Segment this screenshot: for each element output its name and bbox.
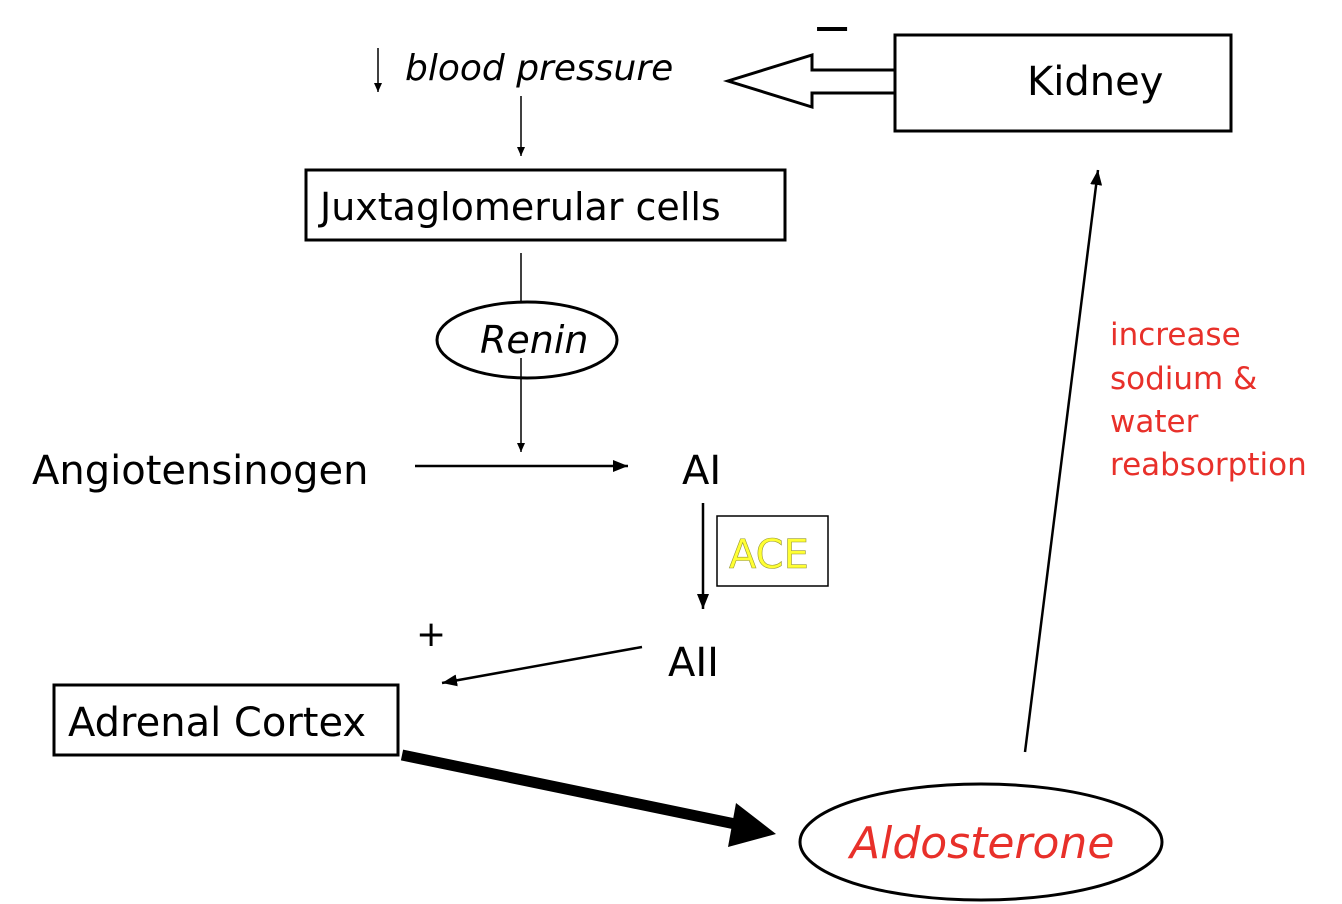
renin-ellipse [435, 300, 619, 380]
effect-line-4: reabsorption [1110, 447, 1307, 483]
ace-label: ACE [729, 532, 809, 578]
ace-box [716, 515, 829, 587]
adrenal-to-aldosterone-arrow [400, 749, 776, 847]
inhibition-minus-sign: − [812, 0, 852, 56]
angiotensinogen-label: Angiotensinogen [32, 448, 368, 494]
effect-line-1: increase [1110, 317, 1241, 353]
effect-line-3: water [1110, 404, 1199, 440]
adrenal-cortex-box [52, 683, 400, 757]
juxtaglomerular-box [304, 168, 787, 242]
aldosterone-ellipse [798, 782, 1164, 902]
aldosterone-label: Aldosterone [847, 818, 1114, 869]
kidney-box [893, 33, 1233, 133]
juxtaglomerular-label: Juxtaglomerular cells [318, 185, 721, 229]
aii-label: AII [668, 640, 719, 686]
aldosterone-to-kidney-arrow [1023, 169, 1103, 753]
ai-label: AI [682, 448, 721, 494]
sodium-water-effect-label: increase sodium & water reabsorption [1110, 317, 1307, 483]
renin-label: Renin [480, 318, 589, 362]
adrenal-cortex-label: Adrenal Cortex [68, 700, 366, 746]
aii-to-adrenal-arrow [441, 645, 643, 687]
stimulation-plus-sign: + [416, 614, 446, 655]
kidney-feedback-arrow [722, 52, 895, 110]
blood-pressure-label: blood pressure [405, 48, 673, 89]
effect-line-2: sodium & [1110, 361, 1257, 397]
kidney-label: Kidney [1027, 59, 1163, 105]
